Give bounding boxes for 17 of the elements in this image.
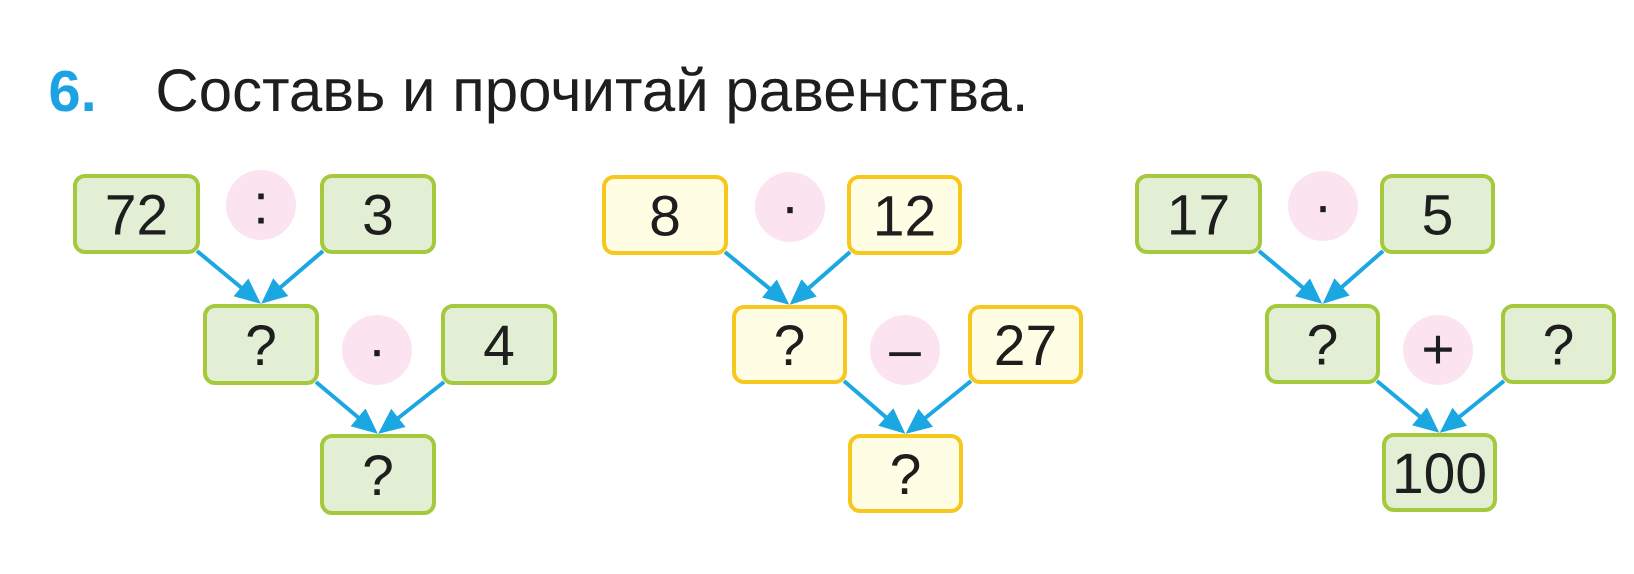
number-box: 100 [1382,433,1497,512]
number-box: 3 [320,174,436,254]
number-box: 27 [968,305,1083,384]
number-box: 4 [441,304,557,385]
number-box: 12 [847,175,962,255]
number-box: 8 [602,175,728,255]
number-box: 5 [1380,174,1495,254]
title: Составь и прочитай равенства. [158,66,1023,124]
question-box: ? [732,305,847,384]
number-box: 17 [1135,174,1262,254]
exercise-number: 6. [50,70,93,112]
question-box: ? [1265,304,1380,384]
number-box: 72 [73,174,200,254]
question-box: ? [1501,304,1616,384]
question-box: ? [320,434,436,515]
question-box: ? [848,434,963,513]
question-box: ? [203,304,319,385]
